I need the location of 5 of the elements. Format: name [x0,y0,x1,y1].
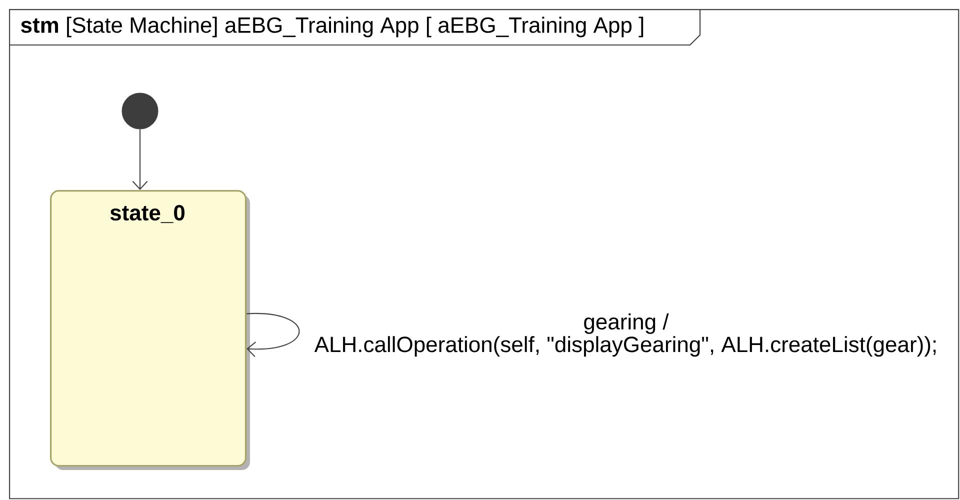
transition-arrow [246,313,300,357]
transition-label: gearing / ALH.callOperation(self, "displayGearing", ALH.createList(gear)); [314,313,936,357]
state-box: state_0 [50,190,250,470]
initial-state [122,92,158,130]
transition-arrow [132,129,148,190]
